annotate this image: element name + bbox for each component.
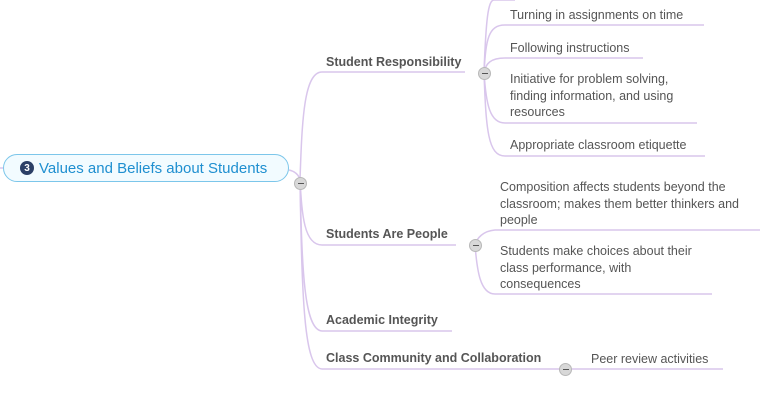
topic-number-badge: 3	[20, 161, 34, 175]
collapse-students-are-people-button[interactable]	[469, 239, 482, 252]
connector-branch-1	[299, 71, 465, 181]
collapse-class-community-button[interactable]	[559, 363, 572, 376]
central-topic[interactable]: 3 Values and Beliefs about Students	[3, 154, 289, 182]
connector-sap-2	[474, 244, 712, 295]
collapse-central-button[interactable]	[294, 177, 307, 190]
connector-branch-4	[299, 179, 560, 370]
subtopic-classroom-etiquette[interactable]: Appropriate classroom etiquette	[510, 138, 687, 152]
connector-sr-1	[483, 24, 704, 73]
subtopic-students-make-choices[interactable]: Students make choices about their class …	[500, 244, 692, 291]
topic-students-are-people[interactable]: Students Are People	[326, 227, 448, 241]
central-topic-label: Values and Beliefs about Students	[39, 159, 268, 177]
connector-sr-2	[483, 57, 643, 73]
connector-branch-3	[299, 179, 452, 332]
subtopic-peer-review[interactable]: Peer review activities	[591, 352, 709, 366]
subtopic-composition-affects[interactable]: Composition affects students beyond the …	[500, 180, 739, 227]
subtopic-following-instructions[interactable]: Following instructions	[510, 41, 630, 55]
connector-sr-4	[483, 71, 705, 157]
subtopic-turning-in-assignments[interactable]: Turning in assignments on time	[510, 8, 684, 22]
topic-student-responsibility[interactable]: Student Responsibility	[326, 55, 462, 69]
topic-academic-integrity[interactable]: Academic Integrity	[326, 313, 438, 327]
collapse-student-responsibility-button[interactable]	[478, 67, 491, 80]
topic-class-community-collaboration[interactable]: Class Community and Collaboration	[326, 351, 542, 365]
subtopic-initiative[interactable]: Initiative for problem solving, finding …	[510, 72, 674, 119]
